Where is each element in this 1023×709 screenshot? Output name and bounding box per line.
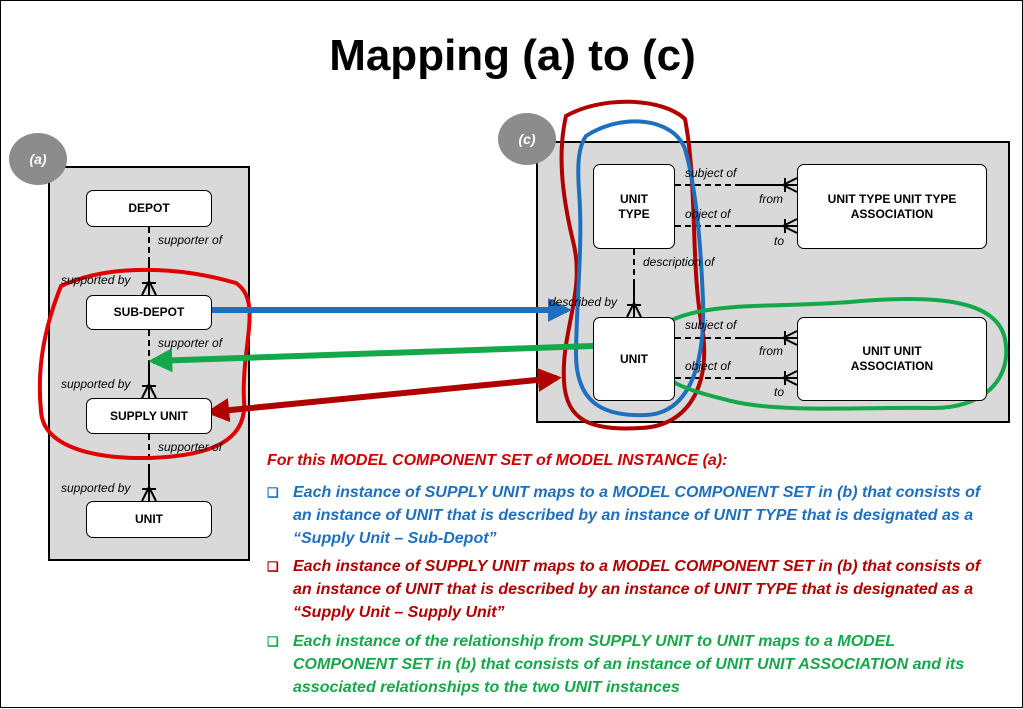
entity-unit-type: UNIT TYPE (593, 164, 675, 249)
entity-unit-type-association: UNIT TYPE UNIT TYPE ASSOCIATION (797, 164, 987, 249)
rel-supported-by-1: supported by (61, 273, 131, 287)
rel-supporter-of-2: supporter of (158, 336, 223, 350)
entity-unit-a: UNIT (86, 501, 212, 538)
panel-a-badge: (a) (9, 133, 67, 185)
rel-subject-of-1: subject of (685, 166, 737, 180)
entity-supply-unit: SUPPLY UNIT (86, 398, 212, 434)
bullet-green: ❑ Each instance of the relationship from… (267, 630, 973, 699)
rel-object-of-2: object of (685, 359, 731, 373)
entity-depot: DEPOT (86, 190, 212, 227)
rel-subject-of-2: subject of (685, 318, 737, 332)
rel-supported-by-2: supported by (61, 377, 131, 391)
rel-to-2: to (774, 385, 785, 399)
bullet-blue: ❑ Each instance of SUPPLY UNIT maps to a… (267, 481, 993, 550)
mapping-heading: For this MODEL COMPONENT SET of MODEL IN… (267, 452, 728, 469)
page-title: Mapping (a) to (c) (329, 31, 696, 80)
entity-unit-c: UNIT (593, 317, 675, 401)
panel-c-badge: (c) (498, 113, 556, 165)
entity-unit-unit-association: UNIT UNIT ASSOCIATION (797, 317, 987, 401)
entity-sub-depot: SUB-DEPOT (86, 295, 212, 330)
bullet-red-text: Each instance of SUPPLY UNIT maps to a M… (293, 558, 981, 621)
rel-from-1: from (759, 192, 783, 206)
rel-to-1: to (774, 234, 785, 248)
rel-supported-by-3: supported by (61, 481, 131, 495)
bullet-blue-text: Each instance of SUPPLY UNIT maps to a M… (293, 484, 981, 547)
bullet-blue-icon: ❑ (267, 485, 279, 500)
bullet-green-icon: ❑ (267, 634, 279, 649)
rel-described-by: described by (549, 295, 618, 309)
bullet-green-text: Each instance of the relationship from S… (293, 633, 965, 696)
rel-supporter-of-1: supporter of (158, 233, 223, 247)
rel-from-2: from (759, 344, 783, 358)
rel-supporter-of-3: supporter of (158, 440, 223, 454)
rel-description-of: description of (643, 255, 715, 269)
bullet-red-icon: ❑ (267, 559, 279, 574)
bullet-red: ❑ Each instance of SUPPLY UNIT maps to a… (267, 555, 993, 624)
rel-object-of-1: object of (685, 207, 731, 221)
